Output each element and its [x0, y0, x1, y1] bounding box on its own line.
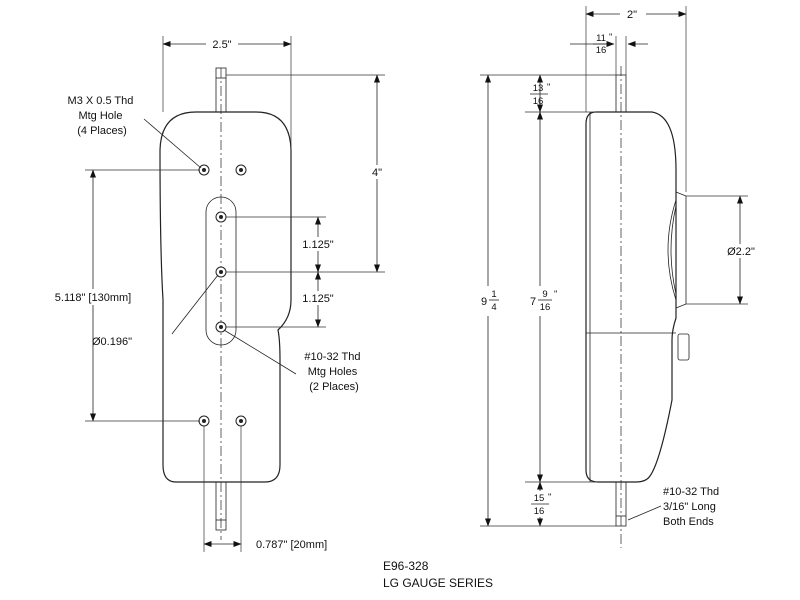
mtg-hole-bottom-left: [198, 415, 210, 427]
body-height-dim-label: 7 9 16 ": [530, 289, 557, 313]
side-button: [677, 333, 690, 361]
thd-holes-note: #10-32 Thd Mtg Holes (2 Places): [304, 351, 363, 393]
title-block: E96-328 LG GAUGE SERIES: [383, 559, 493, 590]
bottom-shaft-dim-label: 15 " 16: [531, 492, 551, 517]
svg-text:11: 11: [596, 33, 606, 44]
mtg-hole-top-left: [198, 164, 210, 176]
hole-spacing-1-label: 1.125": [302, 239, 334, 251]
slot-hole-top: [215, 211, 227, 223]
width-dim-label: 2.5": [212, 39, 231, 51]
svg-text:1: 1: [491, 289, 496, 300]
drawing-number: E96-328: [383, 559, 429, 573]
shaft-dia-dim-label: 11 " 16: [593, 32, 612, 56]
front-view: 2.5" 4" 1.125" 1.125" 5.118" [130mm] 0.7…: [40, 36, 388, 552]
hole-spacing-2-label: 1.125": [302, 293, 334, 305]
upper-height-dim-label: 4": [372, 167, 382, 179]
top-shaft-dim-label: 13 " 16: [530, 82, 550, 107]
svg-text:": ": [547, 82, 550, 93]
svg-text:4: 4: [491, 302, 496, 313]
svg-text:": ": [554, 289, 557, 300]
display-bezel: [675, 191, 687, 309]
depth-dim-label: 2": [627, 9, 637, 21]
mounting-slot: [205, 196, 237, 346]
svg-text:13: 13: [533, 83, 544, 94]
mtg-hole-note: M3 X 0.5 Thd Mtg Hole (4 Places): [68, 95, 137, 137]
gauge-body: [159, 111, 292, 483]
svg-text:16: 16: [596, 45, 607, 56]
series-name: LG GAUGE SERIES: [383, 576, 493, 590]
overall-height-dim-label: 9 1 4: [481, 289, 499, 313]
svg-text:15: 15: [534, 493, 545, 504]
svg-text:7: 7: [530, 296, 536, 308]
slot-width-dim-label: Ø0.196": [92, 336, 132, 348]
svg-text:": ": [609, 32, 612, 43]
svg-text:": ": [548, 492, 551, 503]
svg-text:16: 16: [534, 506, 545, 517]
display-dia-dim-label: Ø2.2": [727, 246, 755, 258]
mtg-hole-bottom-right: [235, 415, 247, 427]
svg-text:9: 9: [481, 296, 487, 308]
side-body: [585, 111, 677, 483]
shaft-thd-note: #10-32 Thd 3/16" Long Both Ends: [663, 486, 722, 528]
svg-text:16: 16: [533, 96, 544, 107]
mounting-spacing-dim-label: 5.118" [130mm]: [55, 292, 131, 304]
shaft-offset-dim-label: 0.787" [20mm]: [256, 539, 327, 551]
side-view: 2" 11 " 16 13 " 16 9 1: [476, 6, 764, 548]
svg-text:9: 9: [542, 289, 547, 300]
svg-text:16: 16: [540, 302, 551, 313]
display-lens: [667, 199, 677, 301]
mtg-hole-top-right: [235, 164, 247, 176]
